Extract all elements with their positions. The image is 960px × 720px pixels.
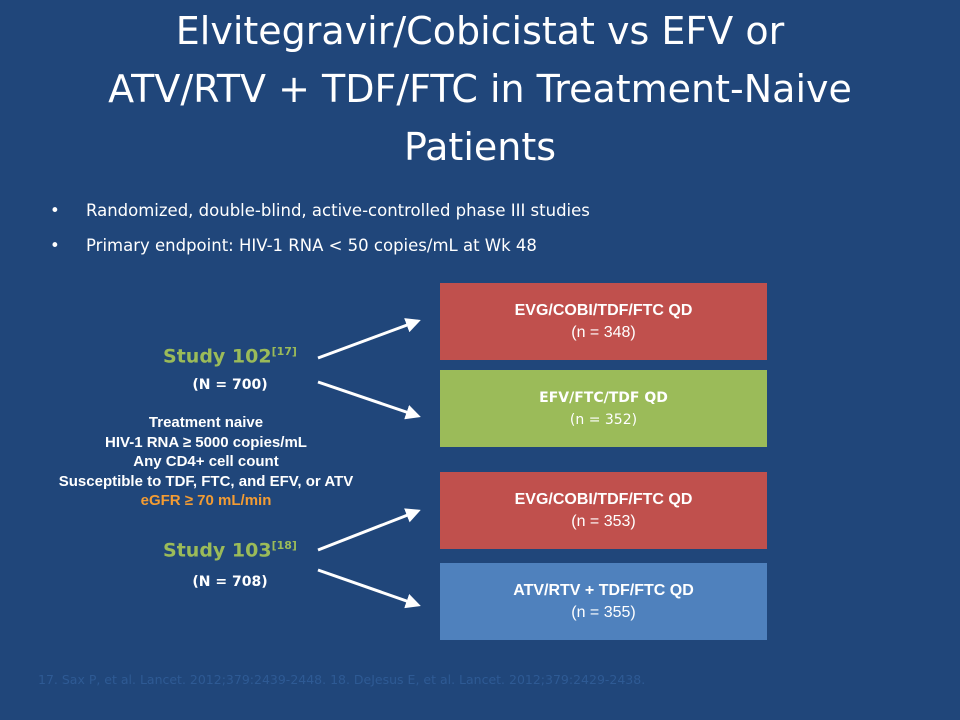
criterion-egfr: eGFR ≥ 70 mL/min — [140, 492, 272, 509]
title-line-2: ATV/RTV + TDF/FTC in Treatment-Naive — [108, 67, 852, 111]
arm-label: ATV/RTV + TDF/FTC QD — [513, 581, 694, 599]
study-102-n: (N = 700) — [192, 377, 268, 393]
arm-label: EFV/FTC/TDF QD — [539, 389, 668, 406]
bullet-marker: • — [50, 201, 60, 220]
arm-label: EVG/COBI/TDF/FTC QD — [514, 301, 693, 319]
study-102-title: Study 102[17] — [120, 345, 340, 367]
bullet-marker: • — [50, 236, 60, 255]
bullet-text: Randomized, double-blind, active-control… — [86, 201, 590, 220]
arrow-102-to-efv — [317, 380, 421, 420]
arm-box-atv-rtv: ATV/RTV + TDF/FTC QD (n = 355) — [440, 563, 767, 640]
arm-n: (n = 353) — [571, 512, 636, 530]
criterion-cd4: Any CD4+ cell count — [133, 453, 279, 470]
arm-box-evg-cobi-103: EVG/COBI/TDF/FTC QD (n = 353) — [440, 472, 767, 549]
bullet-list: • Randomized, double-blind, active-contr… — [50, 198, 590, 268]
bullet-item: • Primary endpoint: HIV-1 RNA < 50 copie… — [50, 233, 590, 268]
arm-n: (n = 352) — [569, 411, 638, 428]
arm-box-efv: EFV/FTC/TDF QD (n = 352) — [440, 370, 767, 447]
arm-label: EVG/COBI/TDF/FTC QD — [514, 490, 693, 508]
study-103-n: (N = 708) — [192, 574, 268, 590]
arm-box-evg-cobi-102: EVG/COBI/TDF/FTC QD (n = 348) — [440, 283, 767, 360]
bullet-text: Primary endpoint: HIV-1 RNA < 50 copies/… — [86, 236, 537, 255]
references-footnote: 17. Sax P, et al. Lancet. 2012;379:2439-… — [38, 672, 646, 687]
arrow-102-to-evg — [317, 318, 421, 360]
study-102-name: Study 102 — [163, 345, 272, 368]
criterion-susceptible: Susceptible to TDF, FTC, and EFV, or ATV — [58, 472, 354, 490]
criterion-hiv-rna: HIV-1 RNA ≥ 5000 copies/mL — [105, 433, 307, 451]
title-line-1: Elvitegravir/Cobicistat vs EFV or — [175, 9, 785, 53]
arm-n: (n = 348) — [571, 323, 636, 341]
study-103-title: Study 103[18] — [120, 539, 340, 561]
arrow-103-to-evg — [317, 508, 421, 552]
slide-title: Elvitegravir/Cobicistat vs EFV or ATV/RT… — [20, 2, 940, 176]
title-line-3: Patients — [403, 125, 557, 169]
bullet-item: • Randomized, double-blind, active-contr… — [50, 198, 590, 233]
study-102-ref: [17] — [271, 345, 297, 358]
arm-n: (n = 355) — [571, 603, 636, 621]
study-103-ref: [18] — [271, 539, 297, 552]
criterion-treatment-naive: Treatment naive — [148, 414, 264, 431]
arrow-103-to-atv — [317, 568, 421, 609]
study-103-name: Study 103 — [163, 539, 272, 562]
eligibility-criteria: Treatment naive HIV-1 RNA ≥ 5000 copies/… — [16, 413, 396, 511]
